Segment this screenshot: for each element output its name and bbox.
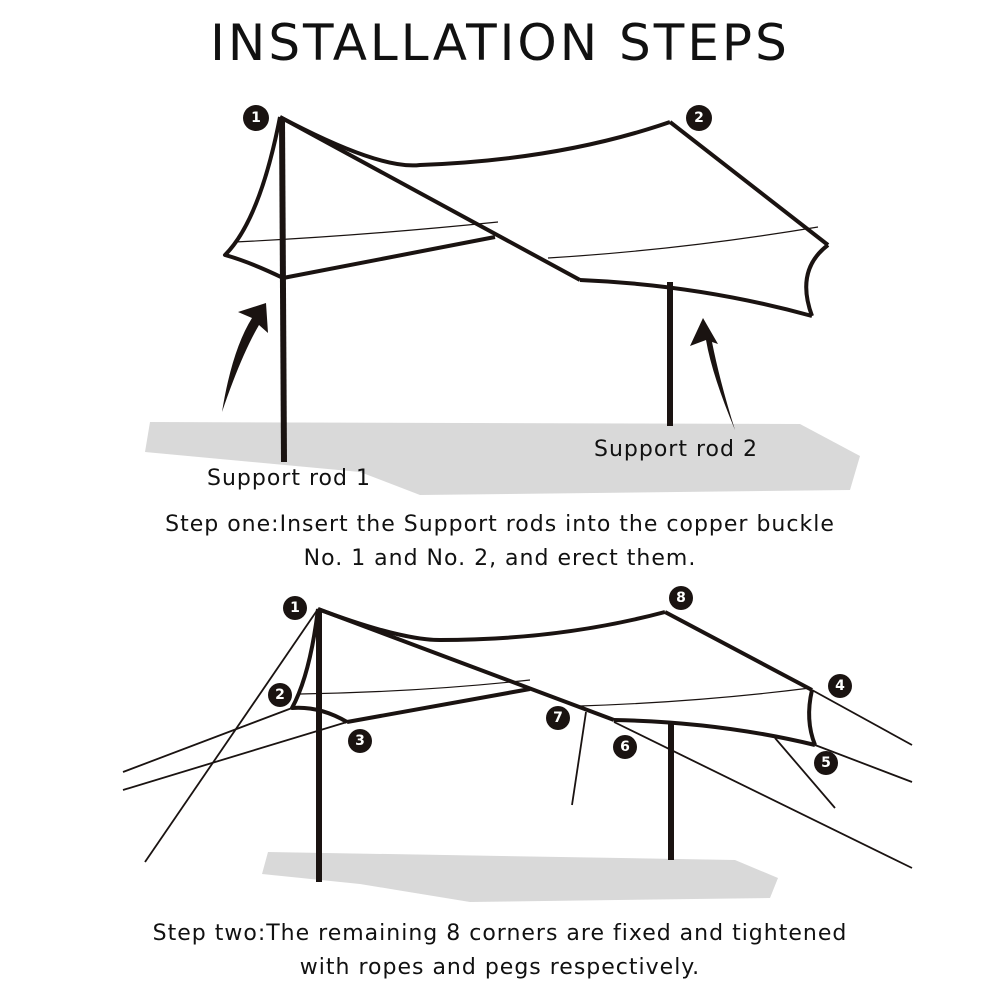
- badge-number: 2: [694, 110, 704, 126]
- step2-illustration: 1 8 2 3 7 6 4 5: [122, 586, 913, 902]
- support-rod-1: [279, 117, 287, 463]
- step1-ground-shadow: [145, 422, 860, 495]
- step1-caption-line1: Step one:Insert the Support rods into th…: [165, 512, 835, 537]
- corner-badge-4: 4: [828, 674, 852, 698]
- badge-number: 2: [275, 687, 285, 703]
- step1-caption: Step one:Insert the Support rods into th…: [0, 508, 1000, 576]
- badge-number: 7: [553, 710, 563, 726]
- step2-caption-line1: Step two:The remaining 8 corners are fix…: [152, 921, 848, 946]
- step2-caption: Step two:The remaining 8 corners are fix…: [0, 917, 1000, 985]
- badge-number: 1: [251, 110, 261, 126]
- badge-number: 6: [620, 739, 630, 755]
- badge-number: 4: [835, 678, 845, 694]
- corner-badge-3: 3: [348, 729, 372, 753]
- step2-caption-line2: with ropes and pegs respectively.: [299, 955, 701, 980]
- badge-number: 5: [821, 755, 831, 771]
- up-arrow-icon: [222, 303, 268, 412]
- support-rod-1-label: Support rod 1: [207, 466, 371, 491]
- page-title: INSTALLATION STEPS: [210, 14, 790, 72]
- badge-number: 3: [355, 733, 365, 749]
- step2-tarp-seams: [299, 679, 811, 707]
- step2-ground-shadow: [262, 852, 778, 902]
- corner-badge-6: 6: [613, 735, 637, 759]
- corner-badge-2: 2: [686, 105, 712, 131]
- badge-number: 1: [290, 600, 300, 616]
- step1-tarp: [223, 115, 830, 318]
- step1-illustration: 1 2: [145, 105, 860, 495]
- step1-caption-line2: No. 1 and No. 2, and erect them.: [303, 546, 697, 571]
- corner-badge-7: 7: [546, 706, 570, 730]
- corner-badge-1: 1: [283, 596, 307, 620]
- step1-tarp-seams: [234, 221, 819, 259]
- support-rod-2-label: Support rod 2: [594, 437, 758, 462]
- up-arrow-icon: [690, 318, 735, 430]
- step2-guy-ropes: [122, 608, 913, 869]
- badge-number: 8: [676, 590, 686, 606]
- corner-badge-2: 2: [268, 683, 292, 707]
- step2-tarp: [290, 607, 817, 747]
- corner-badge-5: 5: [814, 751, 838, 775]
- corner-badge-1: 1: [243, 105, 269, 131]
- corner-badge-8: 8: [669, 586, 693, 610]
